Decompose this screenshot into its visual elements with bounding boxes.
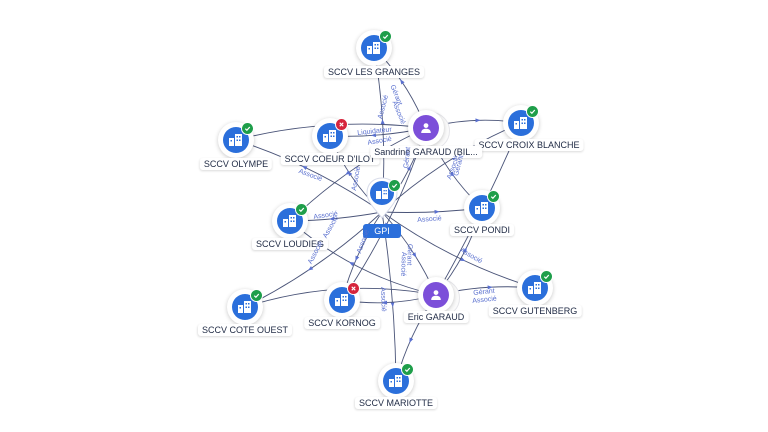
edge-arrow-icon xyxy=(400,79,405,85)
active-check-icon xyxy=(241,122,254,135)
active-check-icon xyxy=(540,270,553,283)
edge-arrow-icon xyxy=(355,255,360,262)
edge-arrow-icon xyxy=(475,118,481,123)
company-label: SCCV PONDI xyxy=(449,224,515,236)
active-check-icon xyxy=(401,363,414,376)
edge-arrow-icon xyxy=(349,261,355,267)
edge-arrow-icon xyxy=(434,209,440,214)
edge-label-gerant: Gérant xyxy=(405,243,413,266)
edge-arrow-icon xyxy=(462,247,467,253)
company-label: SCCV MARIOTTE xyxy=(354,397,438,409)
edge-arrow-icon xyxy=(390,302,395,308)
person-label: Sandrine GARAUD (BIL... xyxy=(370,146,482,158)
active-check-icon xyxy=(379,30,392,43)
center-node-label: GPI xyxy=(363,224,401,238)
edge-arrow-icon xyxy=(307,266,314,271)
building-icon xyxy=(522,275,548,301)
building-icon xyxy=(223,127,249,153)
building-icon xyxy=(383,368,409,394)
edge-arrow-icon xyxy=(302,166,308,170)
edge-arrow-icon xyxy=(411,252,417,258)
company-label: SCCV COEUR D'ILOT xyxy=(280,153,380,165)
edge-center-olympe xyxy=(235,139,383,213)
edge-arrow-icon xyxy=(449,171,455,177)
company-label: SCCV KORNOG xyxy=(304,317,380,329)
active-check-icon xyxy=(295,203,308,216)
edge-arrow-icon xyxy=(406,165,411,171)
person-icon xyxy=(413,115,439,141)
edge-arrow-icon xyxy=(487,285,493,290)
closed-cross-icon xyxy=(347,282,360,295)
company-label: SCCV LOUDIEG xyxy=(251,238,329,250)
active-check-icon xyxy=(526,105,539,118)
edge-center-croix xyxy=(381,122,522,213)
closed-cross-icon xyxy=(335,118,348,131)
edge-arrow-icon xyxy=(382,300,388,305)
edge-arrow-icon xyxy=(380,119,385,125)
company-label: SCCV CROIX BLANCHE xyxy=(474,139,584,151)
edge-center-gutenberg xyxy=(381,211,536,289)
edge-eric-loudieg xyxy=(289,220,437,296)
company-label: SCCV COTE OUEST xyxy=(197,324,293,336)
person-icon xyxy=(423,282,449,308)
company-label: SCCV OLYMPE xyxy=(199,158,273,170)
edge-arrow-icon xyxy=(329,216,335,221)
active-check-icon xyxy=(250,289,263,302)
active-check-icon xyxy=(388,179,401,192)
edge-arrow-icon xyxy=(409,337,414,343)
company-label: SCCV GUTENBERG xyxy=(488,305,582,317)
edge-label-associe: Associé xyxy=(379,287,387,312)
edge-arrow-icon xyxy=(370,133,377,138)
company-label: SCCV LES GRANGES xyxy=(323,66,425,78)
active-check-icon xyxy=(487,190,500,203)
edge-arrow-icon xyxy=(345,170,351,175)
person-label: Eric GARAUD xyxy=(403,311,469,323)
